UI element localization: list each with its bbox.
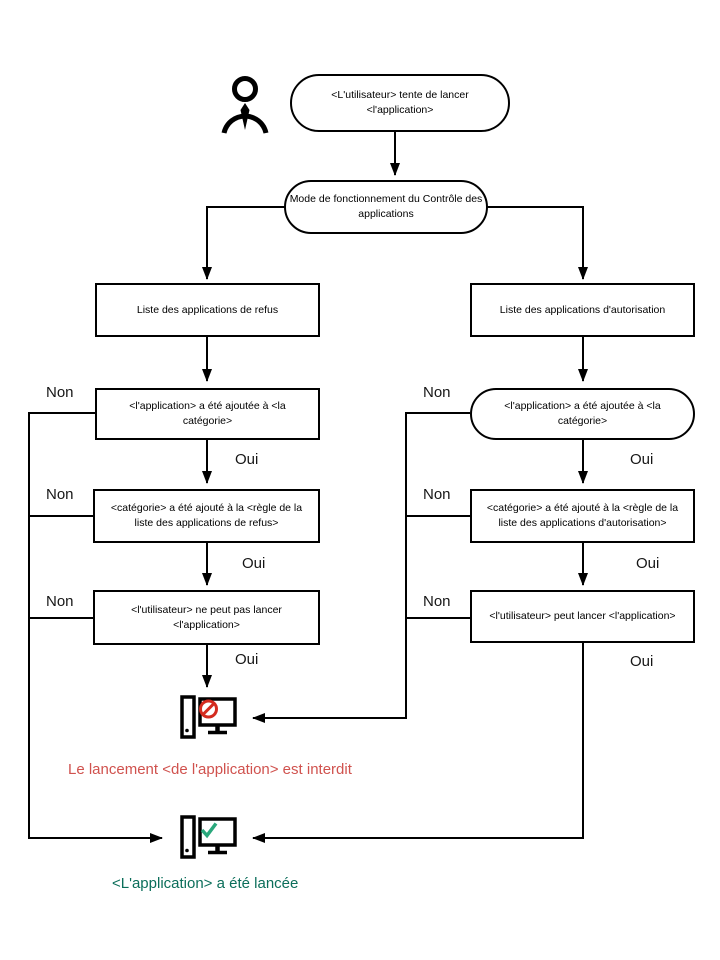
deny-list-node: Liste des applications de refus (95, 283, 320, 337)
allow-app-added-node: <l'application> a été ajoutée à <la caté… (470, 388, 695, 440)
blocked-text: Le lancement <de l'application> est inte… (68, 761, 352, 778)
start-node: <L'utilisateur> tente de lancer <l'appli… (290, 74, 510, 132)
mode-node: Mode de fonctionnement du Contrôle des a… (284, 180, 488, 234)
deny-category-added-node: <catégorie> a été ajouté à la <règle de … (93, 489, 320, 543)
non-label: Non (46, 384, 74, 401)
connector-group (28, 132, 588, 843)
blocked-computer-icon (180, 695, 237, 739)
non-label: Non (46, 486, 74, 503)
allow-user-can-node: <l'utilisateur> peut lancer <l'applicati… (470, 590, 695, 643)
non-label: Non (423, 593, 451, 610)
user-icon (221, 76, 269, 134)
prohibition-sign (199, 699, 218, 719)
non-label: Non (423, 384, 451, 401)
check-icon (200, 822, 218, 839)
non-label: Non (423, 486, 451, 503)
launched-text: <L'application> a été lancée (112, 875, 299, 892)
tower-led-dot (185, 728, 189, 733)
allow-list-node: Liste des applications d'autorisation (470, 283, 695, 337)
oui-label: Oui (630, 653, 654, 670)
oui-label: Oui (636, 555, 660, 572)
launched-computer-icon (180, 815, 237, 859)
allow-category-added-node: <catégorie> a été ajouté à la <règle de … (470, 489, 695, 543)
oui-label: Oui (242, 555, 266, 572)
oui-label: Oui (630, 451, 654, 468)
oui-label: Oui (235, 451, 259, 468)
oui-label: Oui (235, 651, 259, 668)
deny-app-added-node: <l'application> a été ajoutée à <la caté… (95, 388, 320, 440)
tower-led-dot (185, 848, 189, 853)
deny-user-cannot-node: <l'utilisateur> ne peut pas lancer <l'ap… (93, 590, 320, 645)
non-label: Non (46, 593, 74, 610)
